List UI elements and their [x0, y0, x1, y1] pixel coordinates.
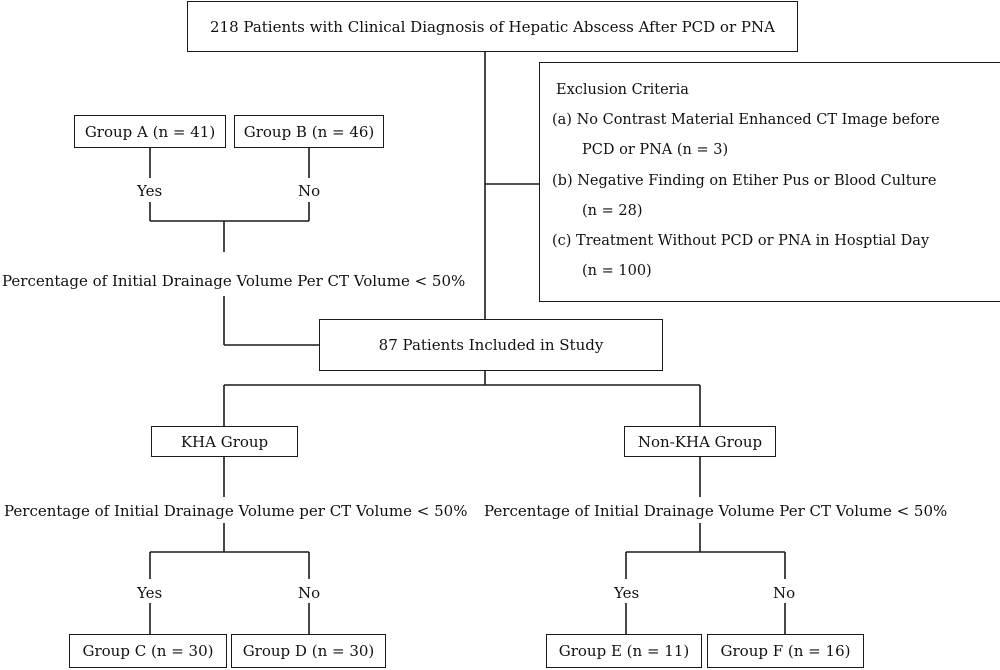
group-e-box: Group E (n = 11) [546, 634, 702, 668]
left-yes-label: Yes [137, 182, 163, 200]
non-kha-yes-label: Yes [614, 584, 640, 602]
exclusion-line-c: (c) Treatment Without PCD or PNA in Hosp… [552, 233, 930, 249]
group-b-label: Group B (n = 46) [243, 122, 375, 141]
exclusion-line-b: (b) Negative Finding on Etiher Pus or Bl… [552, 173, 937, 189]
exclusion-line-a: (a) No Contrast Material Enhanced CT Ima… [552, 112, 940, 128]
group-f-label: Group F (n = 16) [720, 642, 851, 660]
total-patients-box: 218 Patients with Clinical Diagnosis of … [187, 1, 798, 52]
group-a-box: Group A (n = 41) [74, 115, 226, 148]
kha-no-label: No [298, 584, 321, 602]
included-patients-box: 87 Patients Included in Study [319, 319, 663, 371]
group-c-box: Group C (n = 30) [69, 634, 227, 668]
non-kha-group-label: Non-KHA Group [637, 432, 763, 451]
exclusion-line-c-count: (n = 100) [582, 263, 652, 279]
group-f-box: Group F (n = 16) [707, 634, 864, 668]
left-no-label: No [298, 182, 321, 200]
non-kha-group-box: Non-KHA Group [624, 426, 776, 457]
included-patients-label: 87 Patients Included in Study [378, 336, 604, 354]
kha-yes-label: Yes [137, 584, 163, 602]
exclusion-title: Exclusion Criteria [556, 82, 689, 98]
exclusion-line-b-count: (n = 28) [582, 203, 643, 219]
group-c-label: Group C (n = 30) [82, 642, 214, 660]
left-criterion-label: Percentage of Initial Drainage Volume Pe… [2, 272, 466, 290]
kha-criterion-label: Percentage of Initial Drainage Volume pe… [4, 502, 468, 520]
group-e-label: Group E (n = 11) [558, 642, 690, 660]
exclusion-criteria-box: Exclusion Criteria (a) No Contrast Mater… [539, 62, 1000, 302]
group-a-label: Group A (n = 41) [84, 122, 216, 141]
kha-group-box: KHA Group [151, 426, 298, 457]
non-kha-no-label: No [773, 584, 796, 602]
group-d-box: Group D (n = 30) [231, 634, 386, 668]
exclusion-line-a-count: PCD or PNA (n = 3) [582, 142, 729, 158]
kha-group-label: KHA Group [180, 432, 269, 451]
group-b-box: Group B (n = 46) [234, 115, 384, 148]
non-kha-criterion-label: Percentage of Initial Drainage Volume Pe… [484, 502, 948, 520]
total-patients-label: 218 Patients with Clinical Diagnosis of … [210, 17, 775, 36]
group-d-label: Group D (n = 30) [242, 642, 375, 660]
